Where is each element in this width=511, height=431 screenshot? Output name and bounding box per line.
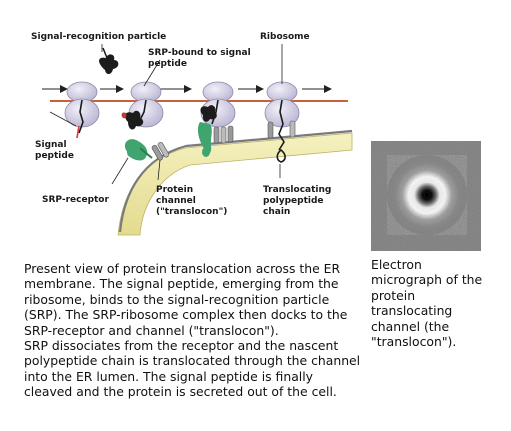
ribosome-icon — [64, 81, 100, 139]
srp-icon — [121, 110, 144, 130]
signal-peptide-label-line1: Signal — [35, 140, 67, 150]
translocation-diagram: Signal-recognition particle SRP-bound to… — [31, 32, 353, 236]
translocon-icon — [151, 142, 170, 161]
caption-paragraph-2: SRP dissociates from the receptor and th… — [24, 338, 361, 400]
srp-receptor-icon — [124, 139, 153, 161]
srp-icon — [200, 105, 217, 122]
srp-receptor-icon — [197, 122, 212, 157]
caption-paragraph-1: Present view of protein translocation ac… — [24, 261, 348, 338]
srp-receptor-label: SRP-receptor — [42, 195, 109, 205]
translocon-pointer — [157, 159, 161, 181]
figure-caption: Present view of protein translocation ac… — [24, 261, 364, 400]
micrograph-caption: Electron micrograph of the protein trans… — [371, 257, 483, 350]
translocating-label-line2: polypeptide — [263, 196, 324, 206]
protein-channel-label-line3: ("translocon") — [156, 207, 227, 217]
protein-channel-label-line1: Protein — [156, 185, 193, 195]
srp-label: Signal-recognition particle — [31, 32, 166, 42]
srp-bound-label-line2: peptide — [148, 59, 187, 69]
signal-peptide-pointer — [49, 111, 77, 127]
er-membrane-rim — [118, 129, 353, 233]
srp-bound-label-line1: SRP-bound to signal — [148, 48, 251, 58]
signal-peptide-label-line2: peptide — [35, 151, 74, 161]
translocating-label-line3: chain — [263, 207, 290, 217]
srp-label-pointer — [143, 59, 161, 87]
translocon-icon — [267, 120, 296, 139]
ribosome-icon — [264, 81, 300, 163]
ribosome-label: Ribosome — [260, 32, 310, 42]
protein-channel-label-line2: channel — [156, 196, 196, 206]
micrograph-image — [371, 141, 481, 251]
srp-icon — [99, 47, 119, 75]
translocon-icon — [213, 125, 234, 144]
translocating-label-line1: Translocating — [263, 185, 331, 195]
srp-receptor-pointer — [111, 157, 129, 185]
